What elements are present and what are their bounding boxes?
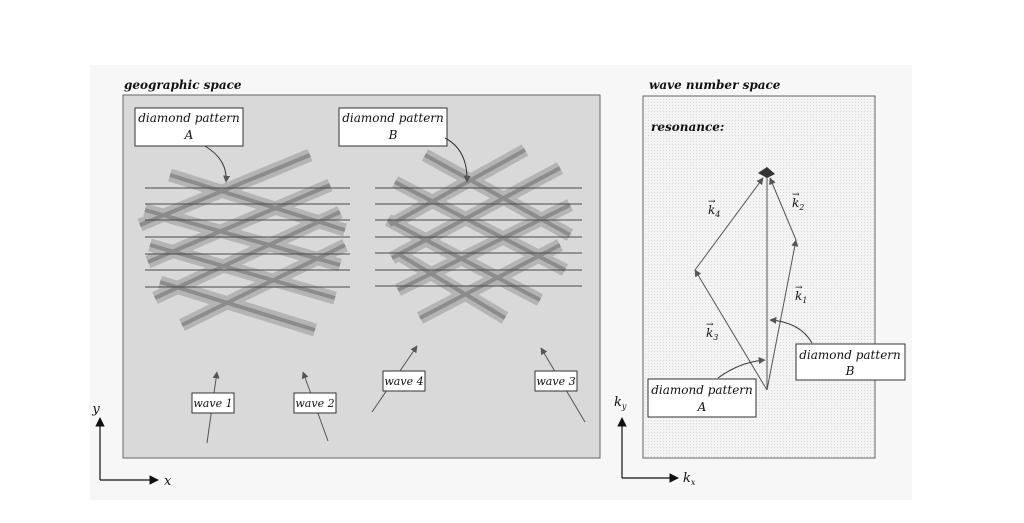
svg-text:→: → <box>792 190 800 200</box>
callout-diamond-b-k: diamond pattern B <box>769 316 906 381</box>
svg-text:k1: k1 <box>795 289 807 305</box>
svg-text:B: B <box>388 128 398 142</box>
diamond-pattern-b <box>375 144 582 324</box>
svg-text:→: → <box>708 197 716 207</box>
resonance-vertex <box>758 167 775 178</box>
svg-text:wave 1: wave 1 <box>193 397 232 410</box>
svg-text:→: → <box>706 320 714 330</box>
wave-2-label: wave 2 <box>293 392 337 414</box>
resonance-vectors <box>694 174 799 391</box>
callout-diamond-a-geo: diamond pattern A <box>134 107 244 183</box>
svg-text:wave 4: wave 4 <box>384 375 423 388</box>
svg-text:diamond pattern: diamond pattern <box>138 111 240 125</box>
svg-text:B: B <box>845 364 855 378</box>
svg-text:k3: k3 <box>706 326 718 342</box>
svg-text:A: A <box>184 128 194 142</box>
k-axes: kx ky <box>614 395 696 487</box>
svg-text:wave 2: wave 2 <box>295 397 334 410</box>
svg-text:k4: k4 <box>708 203 720 219</box>
svg-text:diamond pattern: diamond pattern <box>651 383 753 397</box>
axis-x-label: x <box>164 474 172 489</box>
callout-diamond-b-geo: diamond pattern B <box>338 107 471 183</box>
wave-3-label: wave 3 <box>534 370 578 392</box>
wave-1-label: wave 1 <box>191 392 235 414</box>
svg-text:A: A <box>697 400 707 414</box>
wavenumber-panel-title: wave number space <box>649 78 781 92</box>
resonance-label: resonance: <box>651 120 724 134</box>
callout-diamond-a-k: diamond pattern A <box>647 357 766 418</box>
axis-ky-label: ky <box>614 395 627 411</box>
vector-labels: k4 → k2 → k1 → k3 → <box>706 190 807 342</box>
svg-text:wave 3: wave 3 <box>536 375 575 388</box>
diamond-pattern-a <box>137 148 350 337</box>
axis-y-label: y <box>91 402 100 417</box>
axis-kx-label: kx <box>683 471 696 487</box>
svg-text:diamond pattern: diamond pattern <box>799 348 901 362</box>
wave-4-label: wave 4 <box>382 370 426 392</box>
svg-text:k2: k2 <box>792 196 804 212</box>
svg-text:diamond pattern: diamond pattern <box>342 111 444 125</box>
svg-text:→: → <box>795 283 803 293</box>
geographic-panel-title: geographic space <box>124 78 242 92</box>
xy-axes: x y <box>91 402 172 489</box>
